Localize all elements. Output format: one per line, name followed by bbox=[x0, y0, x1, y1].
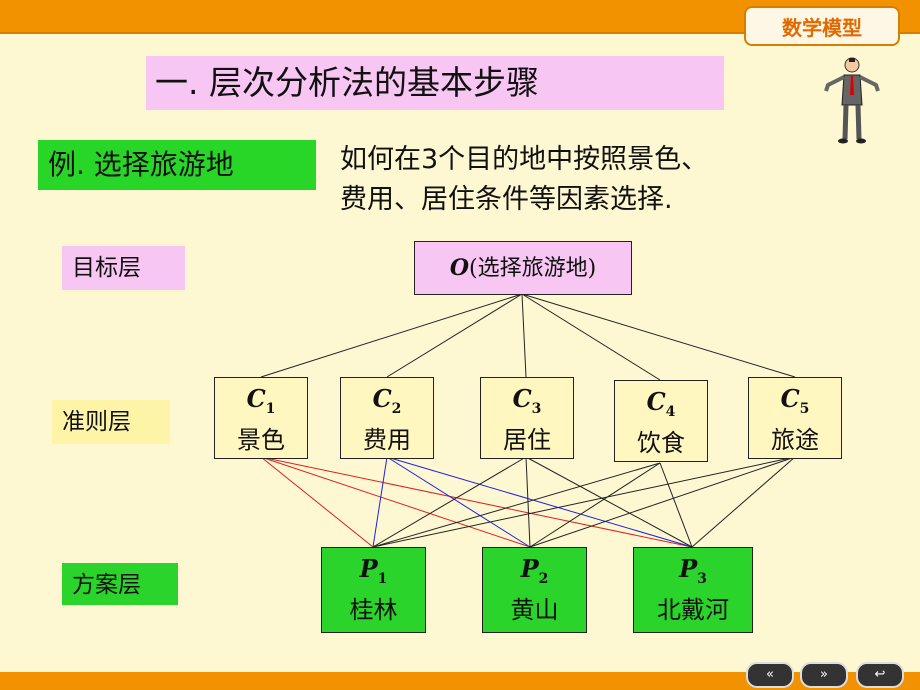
criterion-1-alternative-2-link bbox=[260, 456, 531, 548]
goal-criterion-link-1 bbox=[260, 293, 523, 378]
criterion-5-alternative-2-link bbox=[529, 456, 796, 548]
goal-criterion-link-4 bbox=[521, 293, 661, 381]
criterion-node-4: C4 饮食 bbox=[614, 380, 708, 462]
criterion-5-alternative-3-link bbox=[691, 456, 796, 548]
criterion-4-alternative-2-link bbox=[529, 462, 661, 548]
title-background bbox=[146, 56, 724, 110]
alternative-name: 北戴河 bbox=[657, 595, 729, 624]
goal-node: O(选择旅游地) bbox=[414, 241, 632, 295]
criterion-3-alternative-1-link bbox=[372, 456, 527, 548]
description-line-1: 如何在3个目的地中按照景色、 bbox=[340, 144, 709, 175]
criterion-2-alternative-2-link bbox=[386, 456, 531, 548]
alternative-name: 桂林 bbox=[349, 595, 398, 624]
alternative-node-2: P2 黄山 bbox=[482, 547, 587, 633]
criterion-1-alternative-1-link bbox=[260, 456, 374, 548]
criterion-2-alternative-3-link bbox=[386, 456, 693, 548]
criterion-name: 景色 bbox=[237, 425, 285, 454]
criterion-name: 费用 bbox=[363, 425, 411, 454]
alternatives-layer-label: 方案层 bbox=[62, 563, 178, 605]
criterion-4-alternative-1-link bbox=[372, 462, 661, 548]
prev-slide-button[interactable]: « bbox=[746, 662, 794, 688]
slide-title: 一. 层次分析法的基本步骤 bbox=[155, 63, 539, 102]
goal-criterion-link-3 bbox=[521, 293, 527, 378]
criterion-name: 饮食 bbox=[637, 428, 685, 457]
criterion-node-5: C5 旅途 bbox=[748, 377, 842, 459]
example-label: 例. 选择旅游地 bbox=[48, 148, 234, 181]
goal-criterion-link-5 bbox=[521, 293, 796, 378]
criterion-name: 旅途 bbox=[771, 425, 819, 454]
next-slide-button[interactable]: » bbox=[800, 662, 848, 688]
return-button[interactable]: ↩ bbox=[856, 662, 904, 688]
criterion-node-3: C3 居住 bbox=[480, 377, 574, 459]
goal-criterion-link-2 bbox=[386, 293, 523, 378]
criterion-2-alternative-1-link bbox=[372, 456, 388, 548]
bottom-bar bbox=[0, 672, 920, 690]
goal-layer-label: 目标层 bbox=[62, 246, 185, 290]
criterion-5-alternative-1-link bbox=[372, 456, 796, 548]
alternative-name: 黄山 bbox=[510, 595, 559, 624]
criteria-layer-label: 准则层 bbox=[52, 400, 170, 444]
alternative-node-3: P3 北戴河 bbox=[633, 547, 753, 633]
description-line-2: 费用、居住条件等因素选择. bbox=[340, 184, 673, 215]
presenter-figure-icon bbox=[824, 57, 880, 144]
goal-text: (选择旅游地) bbox=[469, 256, 597, 281]
example-background bbox=[38, 140, 316, 190]
problem-description: 如何在3个目的地中按照景色、 费用、居住条件等因素选择. bbox=[340, 140, 860, 220]
criterion-node-2: C2 费用 bbox=[340, 377, 434, 459]
alternative-node-1: P1 桂林 bbox=[321, 547, 426, 633]
criterion-name: 居住 bbox=[503, 425, 551, 454]
criterion-1-alternative-3-link bbox=[260, 456, 693, 548]
brand-badge: 数学模型 bbox=[744, 6, 900, 46]
criterion-3-alternative-3-link bbox=[525, 456, 693, 548]
goal-symbol: O bbox=[449, 255, 469, 281]
criterion-4-alternative-3-link bbox=[659, 462, 693, 548]
criterion-node-1: C1 景色 bbox=[214, 377, 308, 459]
